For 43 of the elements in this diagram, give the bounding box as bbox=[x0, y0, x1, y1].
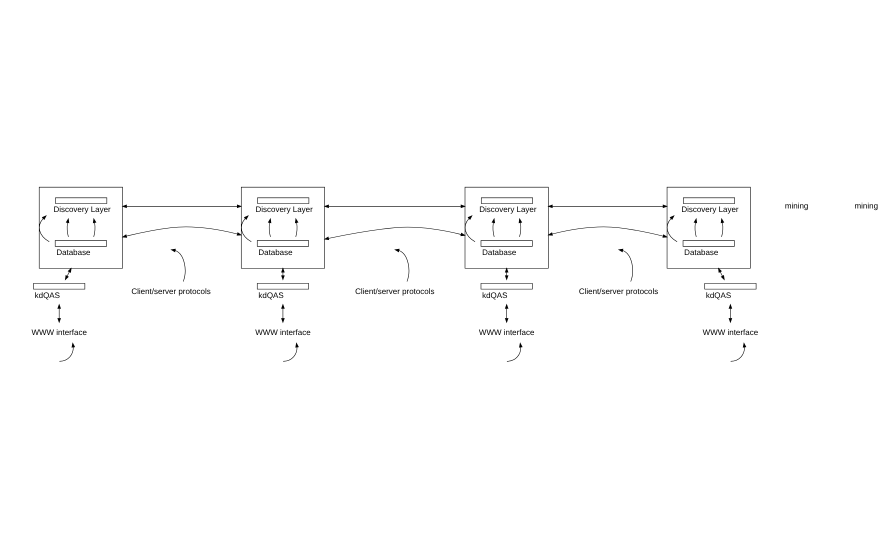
node-box bbox=[480, 240, 533, 247]
arrow bbox=[66, 218, 70, 238]
arrow bbox=[281, 304, 285, 324]
arrow bbox=[518, 218, 522, 238]
arrow bbox=[718, 268, 725, 280]
node-box bbox=[256, 283, 309, 290]
arrow bbox=[64, 268, 72, 280]
arrow bbox=[666, 215, 678, 242]
arrow bbox=[464, 215, 476, 242]
arrow bbox=[492, 218, 496, 238]
arrow bbox=[268, 218, 272, 238]
node-box bbox=[683, 198, 735, 204]
arrow bbox=[324, 226, 466, 240]
arrow bbox=[547, 204, 668, 208]
arrow bbox=[618, 248, 633, 282]
arrow bbox=[122, 226, 242, 238]
arrow bbox=[730, 342, 746, 362]
arrow bbox=[294, 218, 298, 238]
node-box bbox=[256, 240, 309, 247]
arrow bbox=[57, 304, 61, 324]
node-box bbox=[480, 198, 533, 204]
arrow bbox=[241, 215, 252, 242]
arrow bbox=[548, 226, 668, 238]
arrow bbox=[728, 304, 732, 324]
node-box bbox=[257, 198, 310, 204]
arrow bbox=[504, 304, 508, 324]
arrow bbox=[694, 218, 698, 238]
arrow bbox=[92, 218, 96, 238]
node-box bbox=[682, 240, 735, 247]
arrow bbox=[506, 342, 523, 362]
arrow bbox=[122, 204, 242, 208]
arrow bbox=[394, 248, 410, 282]
node-box bbox=[480, 283, 533, 290]
node-box bbox=[54, 240, 107, 247]
arrow bbox=[59, 342, 76, 362]
arrow bbox=[170, 248, 186, 282]
arrow bbox=[39, 215, 50, 242]
arrow bbox=[720, 218, 724, 238]
node-box bbox=[33, 283, 86, 290]
arrow bbox=[324, 204, 466, 208]
arrow bbox=[282, 342, 299, 362]
node-box bbox=[704, 283, 756, 290]
node-box bbox=[55, 198, 108, 204]
